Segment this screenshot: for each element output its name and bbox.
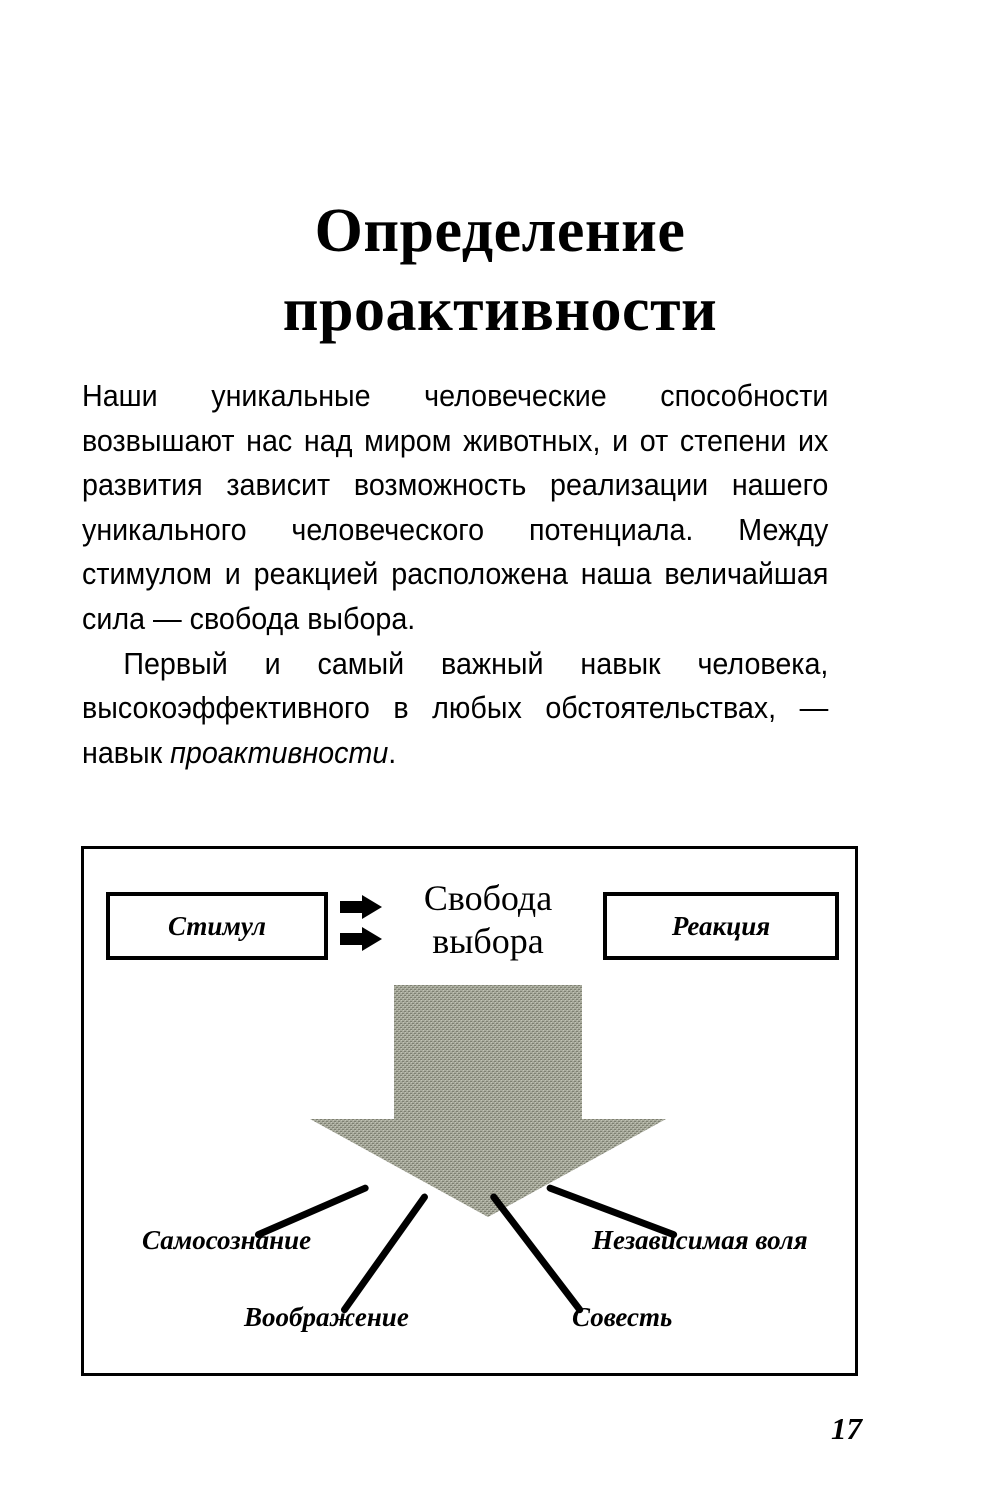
stimulus-label: Стимул: [167, 910, 267, 941]
proactivity-diagram: Стимул Свобода выбора Реакция: [81, 846, 858, 1376]
page-title-line-2: проактивности: [282, 275, 718, 344]
page-title: Определение проактивности: [0, 192, 1000, 351]
leaf-label-independent-will: Независимая воля: [592, 1225, 808, 1255]
freedom-of-choice-label: Свобода выбора: [379, 877, 597, 963]
paragraph-two: Первый и самый важный навык человека, вы…: [82, 642, 828, 776]
paragraph-two-tail: .: [388, 735, 397, 770]
page-number: 17: [831, 1411, 862, 1446]
double-right-arrow-icon: [336, 892, 386, 960]
leaf-label-self-awareness: Самосознание: [142, 1225, 312, 1255]
freedom-line-1: Свобода: [423, 878, 553, 918]
reaction-label: Реакция: [671, 910, 771, 941]
paragraph-one: Наши уникальные человеческие способности…: [82, 379, 829, 636]
leaf-label-imagination: Воображение: [244, 1302, 409, 1332]
leaf-label-conscience: Совесть: [572, 1302, 673, 1332]
freedom-line-2: выбора: [432, 921, 544, 961]
paragraph-two-lead: Первый и самый важный навык человека, вы…: [82, 646, 829, 770]
stimulus-box: Стимул: [106, 892, 328, 960]
reaction-box: Реакция: [603, 892, 839, 960]
page-title-line-1: Определение: [314, 196, 686, 265]
down-arrow-icon: [310, 985, 666, 1217]
proactivity-emphasis: проактивности: [170, 735, 389, 770]
body-copy: Наши уникальные человеческие способности…: [82, 374, 828, 775]
